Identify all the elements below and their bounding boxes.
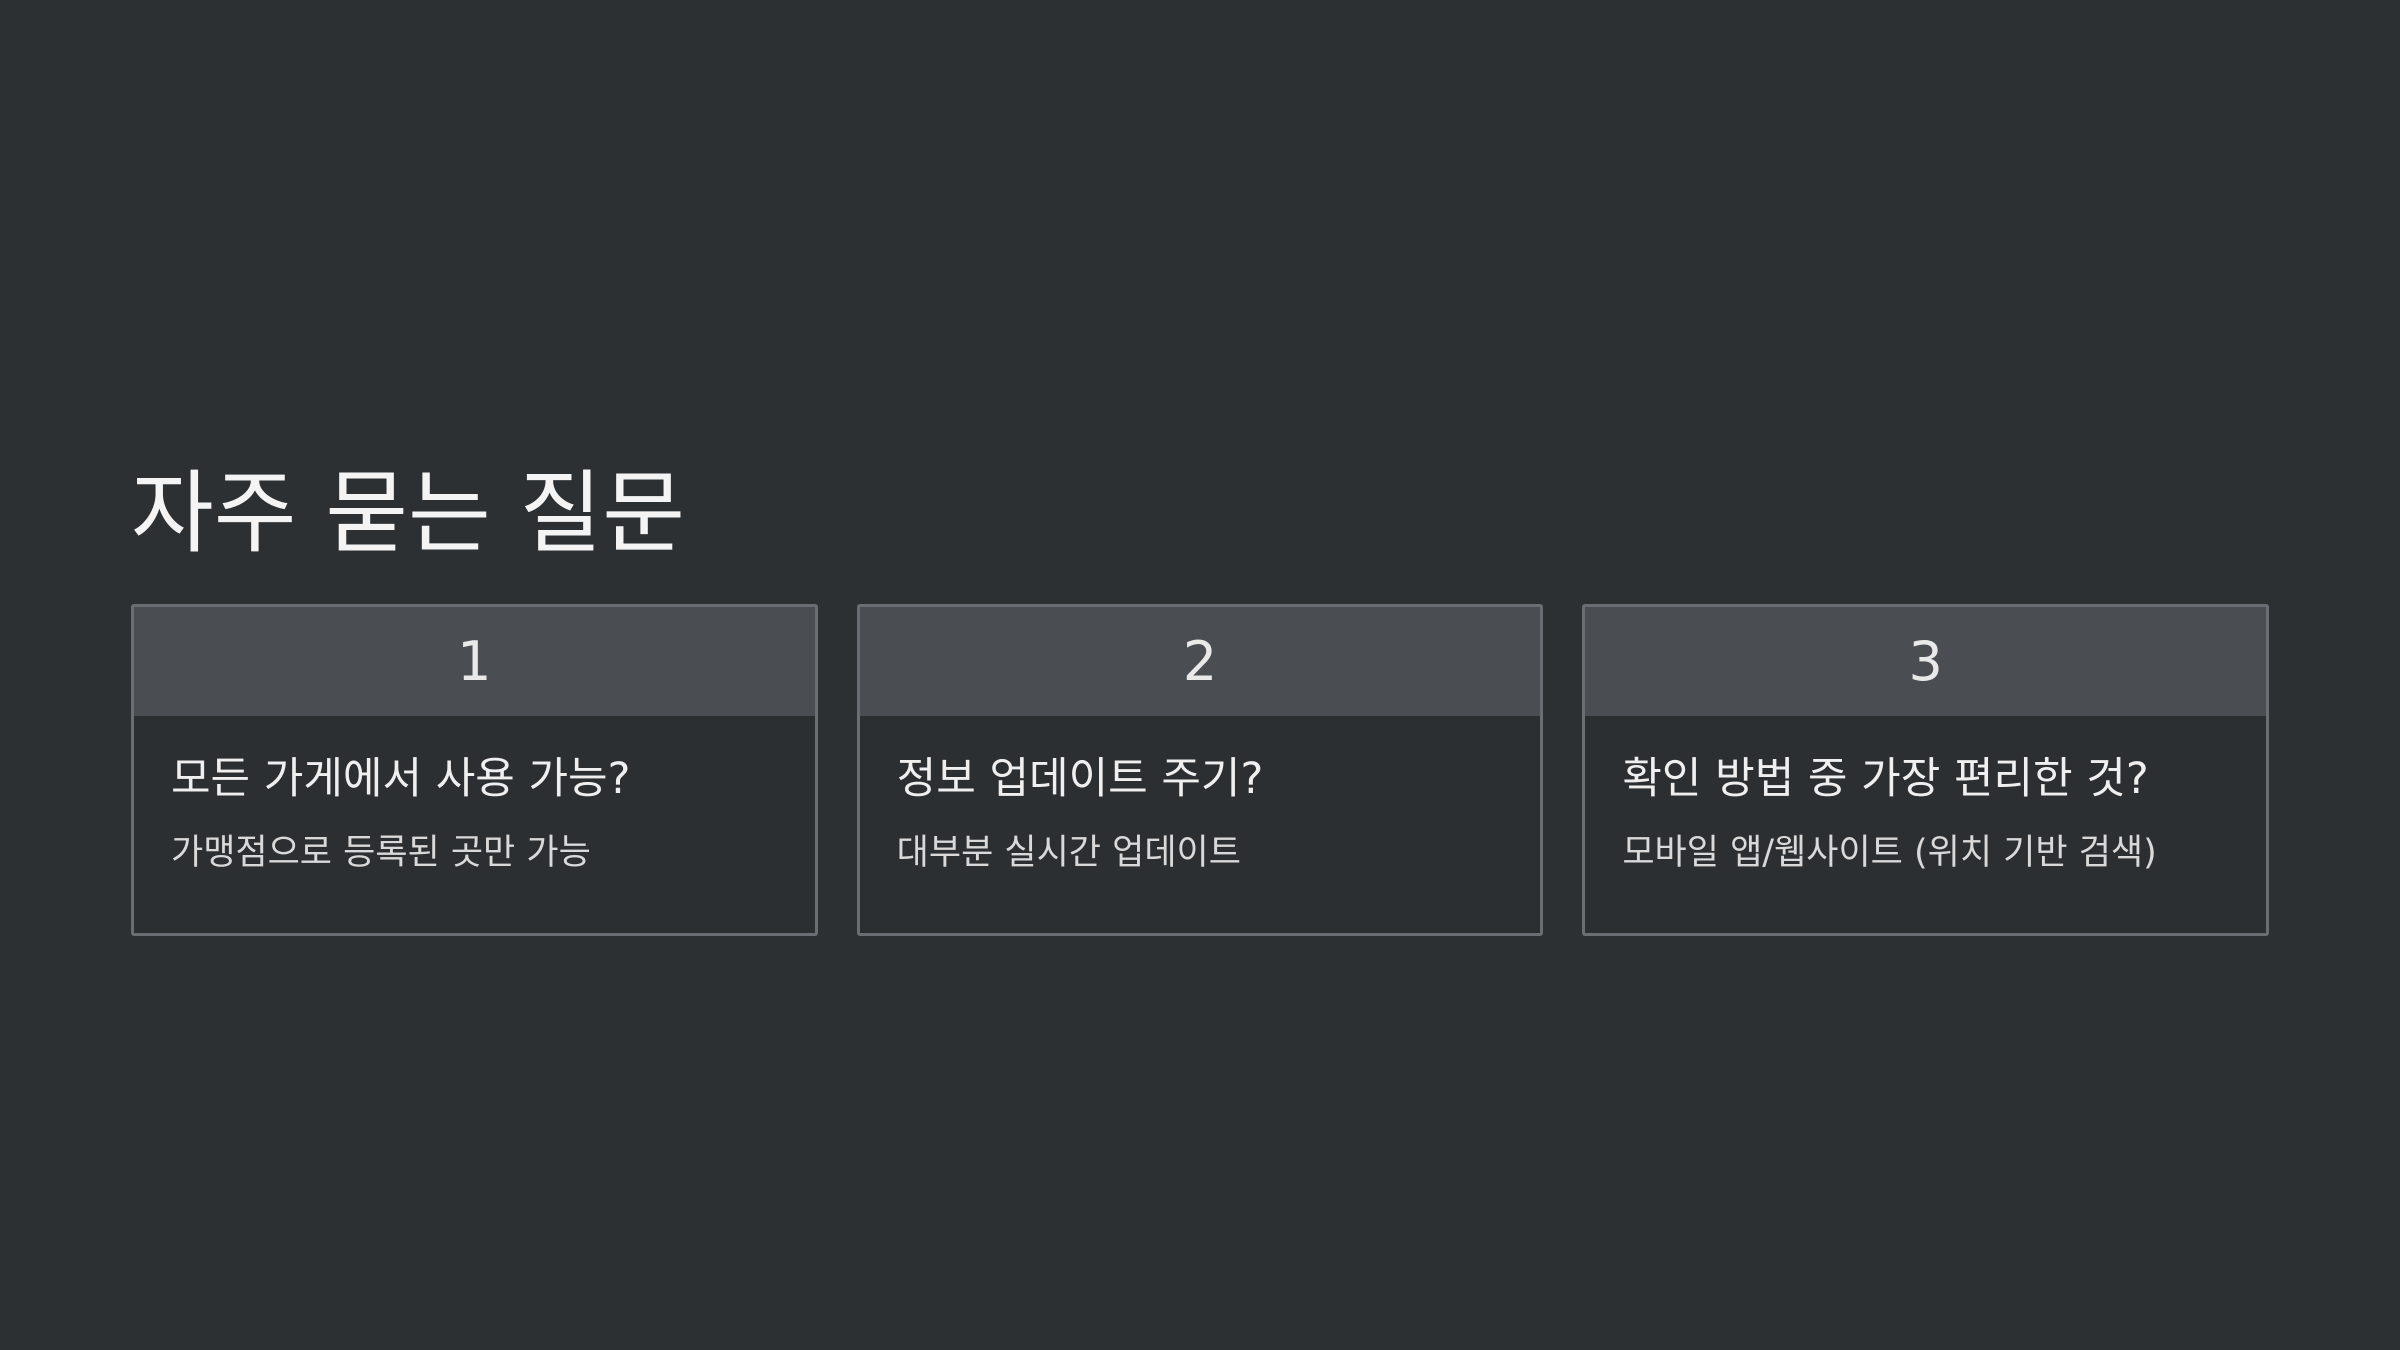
card-number: 3 xyxy=(1585,607,2267,716)
page-title: 자주 묻는 질문 xyxy=(131,461,686,567)
card-body: 모든 가게에서 사용 가능? 가맹점으로 등록된 곳만 가능 xyxy=(134,716,815,874)
faq-card-2: 2 정보 업데이트 주기? 대부분 실시간 업데이트 xyxy=(856,604,1544,936)
faq-answer: 대부분 실시간 업데이트 xyxy=(896,832,1241,873)
card-number: 1 xyxy=(134,607,815,716)
card-body: 확인 방법 중 가장 편리한 것? 모바일 앱/웹사이트 (위치 기반 검색) xyxy=(1585,716,2266,874)
faq-answer: 모바일 앱/웹사이트 (위치 기반 검색) xyxy=(1622,832,2157,873)
faq-answer: 가맹점으로 등록된 곳만 가능 xyxy=(171,832,591,873)
card-number: 2 xyxy=(859,607,1541,716)
faq-card-1: 1 모든 가게에서 사용 가능? 가맹점으로 등록된 곳만 가능 xyxy=(131,604,818,936)
faq-question: 모든 가게에서 사용 가능? xyxy=(171,754,631,804)
faq-card-row: 1 모든 가게에서 사용 가능? 가맹점으로 등록된 곳만 가능 2 정보 업데… xyxy=(131,604,2270,936)
faq-question: 확인 방법 중 가장 편리한 것? xyxy=(1622,754,2149,804)
faq-question: 정보 업데이트 주기? xyxy=(896,754,1264,804)
faq-card-3: 3 확인 방법 중 가장 편리한 것? 모바일 앱/웹사이트 (위치 기반 검색… xyxy=(1582,604,2270,936)
card-body: 정보 업데이트 주기? 대부분 실시간 업데이트 xyxy=(860,716,1541,874)
